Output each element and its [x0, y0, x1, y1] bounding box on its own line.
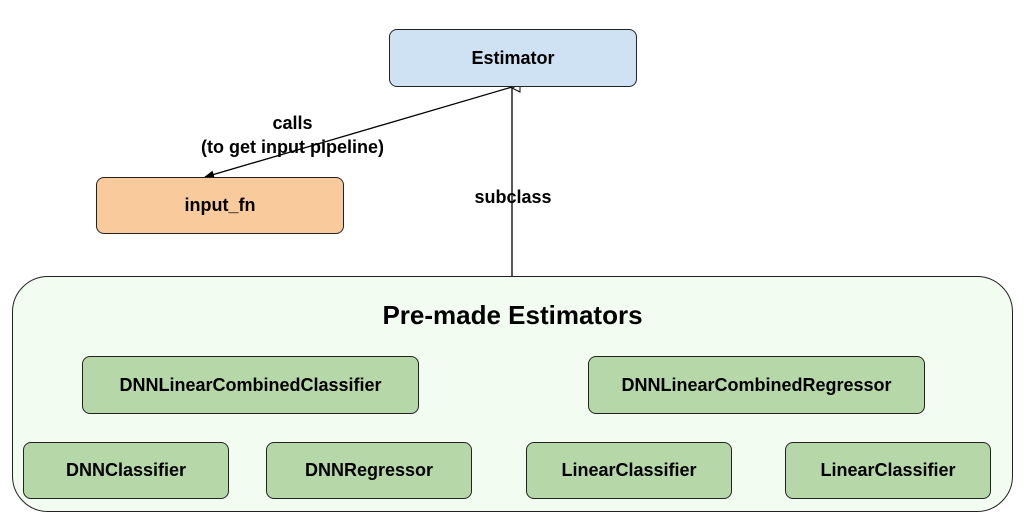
- dnn-linear-combined-classifier-node: DNNLinearCombinedClassifier: [82, 356, 419, 414]
- calls-label: calls (to get input pipeline): [180, 111, 405, 159]
- calls-label-line2: (to get input pipeline): [201, 137, 384, 157]
- dnn-linear-combined-regressor-node: DNNLinearCombinedRegressor: [588, 356, 925, 414]
- calls-label-line1: calls: [272, 113, 313, 133]
- group-title: Pre-made Estimators: [382, 300, 643, 330]
- linear-classifier-node: LinearClassifier: [526, 442, 732, 499]
- estimator-node: Estimator: [389, 29, 637, 87]
- dnn-regressor-node: DNNRegressor: [266, 442, 472, 499]
- dnn-classifier-node: DNNClassifier: [23, 442, 229, 499]
- linear-classifier-node-2: LinearClassifier: [785, 442, 991, 499]
- input-fn-node: input_fn: [96, 177, 344, 234]
- calls-arrow: [204, 86, 513, 179]
- subclass-label: subclass: [474, 187, 552, 207]
